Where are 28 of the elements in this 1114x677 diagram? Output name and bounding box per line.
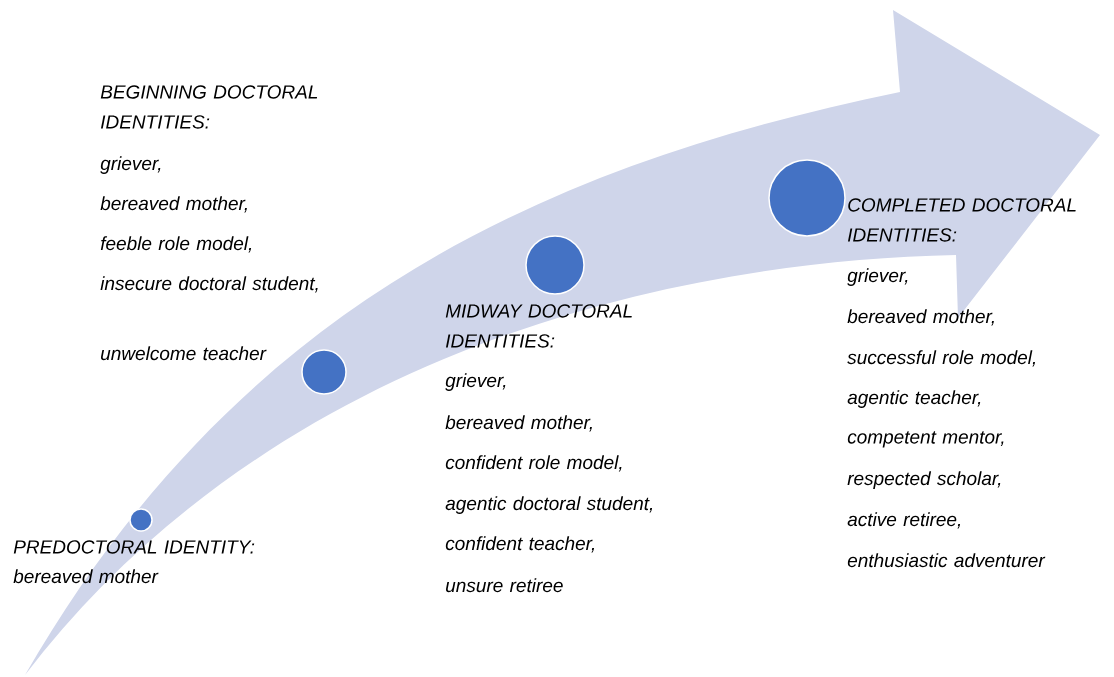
stage-circle	[129, 508, 153, 532]
identity-item: feeble role model,	[100, 236, 252, 253]
identity-item: griever,	[100, 156, 161, 174]
identity-item: insecure doctoral student,	[100, 276, 318, 293]
identity-item: successful role model,	[847, 350, 1036, 367]
identity-item: active retiree,	[847, 512, 961, 529]
stage-circle	[301, 349, 347, 395]
identity-item: bereaved mother,	[847, 309, 994, 326]
identity-item: agentic doctoral student,	[445, 496, 653, 514]
stage-heading: PREDOCTORAL IDENTITY:	[13, 540, 255, 554]
identity-item: unwelcome teacher	[101, 346, 267, 361]
identity-item: respected scholar,	[847, 471, 1001, 489]
identity-item: bereaved mother,	[445, 415, 592, 432]
stage-circle	[768, 159, 846, 237]
identity-item: griever,	[445, 373, 506, 391]
identity-item: unsure retiree	[446, 578, 563, 593]
stage-heading: BEGINNING DOCTORAL IDENTITIES:	[100, 85, 318, 129]
identity-item: bereaved mother	[13, 569, 159, 584]
identity-item: griever,	[847, 268, 908, 286]
identity-item: agentic teacher,	[847, 390, 981, 408]
stage-heading: MIDWAY DOCTORAL IDENTITIES:	[445, 304, 632, 348]
identity-item: confident teacher,	[445, 536, 595, 553]
stage-heading: COMPLETED DOCTORAL IDENTITIES:	[847, 198, 1076, 242]
identity-item: confident role model,	[445, 455, 622, 472]
identity-item: bereaved mother,	[100, 196, 247, 213]
stage-circle	[525, 235, 585, 295]
identity-item: enthusiastic adventurer	[847, 553, 1046, 568]
identity-item: competent mentor,	[847, 431, 1004, 448]
